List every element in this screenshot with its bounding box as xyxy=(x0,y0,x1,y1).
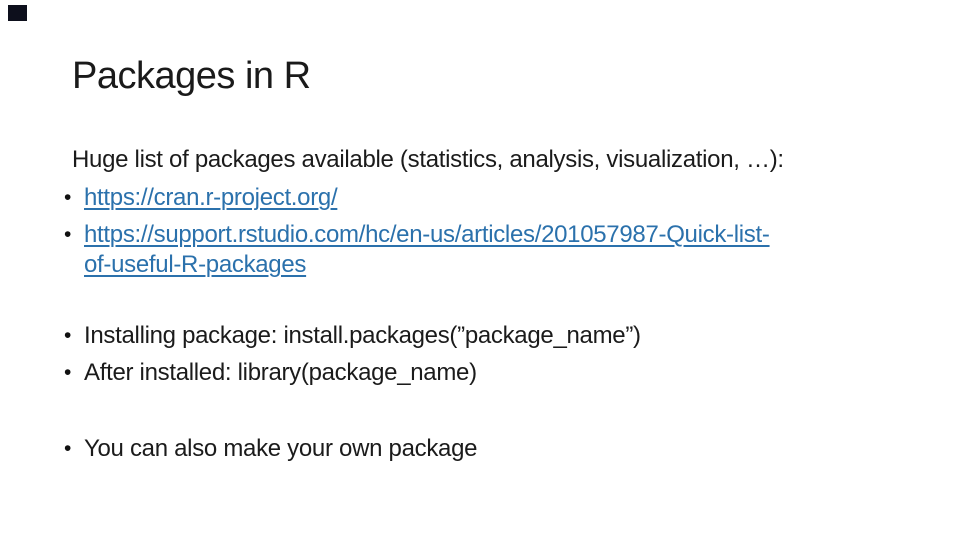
bullet-item-cran-link: • https://cran.r-project.org/ xyxy=(64,183,924,213)
bullet-icon: • xyxy=(64,186,72,209)
bullet-item-install: • Installing package: install.packages(”… xyxy=(64,321,924,351)
bullet-item-library: • After installed: library(package_name) xyxy=(64,358,924,388)
bullet-icon: • xyxy=(64,223,72,246)
slide-body: Huge list of packages available (statist… xyxy=(64,145,924,464)
bullet-text: https://cran.r-project.org/ xyxy=(84,183,924,213)
corner-accent-square xyxy=(8,5,27,21)
bullet-item-rstudio-link: • https://support.rstudio.com/hc/en-us/a… xyxy=(64,220,924,280)
bullet-text: You can also make your own package xyxy=(84,435,478,462)
bullet-item-own-package: • You can also make your own package xyxy=(64,434,924,464)
bullet-icon: • xyxy=(64,437,72,460)
lead-text: Huge list of packages available (statist… xyxy=(72,146,784,173)
bullet-text: https://support.rstudio.com/hc/en-us/art… xyxy=(84,220,924,280)
slide-title: Packages in R xyxy=(72,55,311,97)
rstudio-link-line1: https://support.rstudio.com/hc/en-us/art… xyxy=(84,221,770,248)
bullet-icon: • xyxy=(64,361,72,384)
bullet-icon: • xyxy=(64,324,72,347)
cran-link[interactable]: https://cran.r-project.org/ xyxy=(84,184,338,211)
bullet-text: Installing package: install.packages(”pa… xyxy=(84,322,641,349)
rstudio-link[interactable]: https://support.rstudio.com/hc/en-us/art… xyxy=(84,221,770,278)
rstudio-link-line2: of-useful-R-packages xyxy=(84,251,307,278)
bullet-text: After installed: library(package_name) xyxy=(84,359,477,386)
